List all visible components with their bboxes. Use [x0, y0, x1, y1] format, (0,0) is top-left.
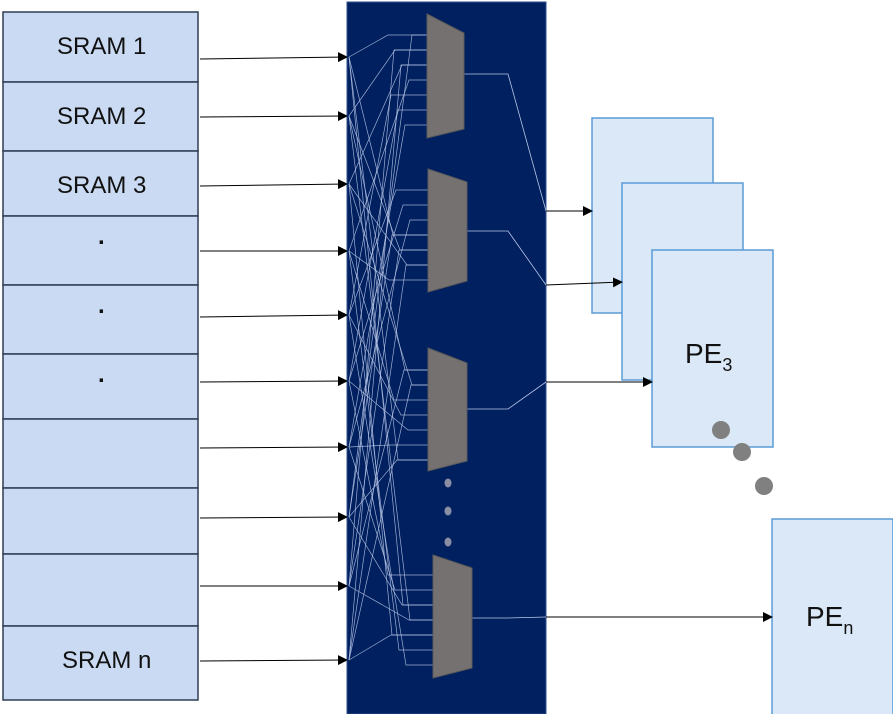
- mux-output-wire: [464, 73, 547, 212]
- input-arrow: [199, 52, 348, 63]
- sram-label: SRAM 1: [57, 33, 146, 60]
- crossbar-wire: [348, 380, 428, 431]
- input-arrow: [199, 376, 348, 387]
- crossbar-wire: [348, 459, 428, 518]
- crossbar-wiring: [348, 34, 547, 666]
- pen-label: PEn: [806, 601, 853, 638]
- pe3-label: PE3: [685, 338, 732, 375]
- pe-box-n: [771, 518, 893, 714]
- mux-output-wire: [467, 381, 547, 410]
- crossbar-wire: [348, 516, 433, 606]
- sram-cell: [2, 11, 199, 83]
- crossbar-wire: [348, 314, 433, 666]
- input-arrow: [199, 512, 348, 523]
- sram-cell: [2, 418, 199, 489]
- sram-cell: [2, 353, 199, 420]
- crossbar-wire: [348, 446, 433, 591]
- crossbar-wire: [348, 250, 428, 281]
- crossbar-wire: [348, 109, 427, 382]
- mux-output-wire: [472, 616, 547, 619]
- sram-label: SRAM n: [62, 647, 151, 674]
- mux-trapezoid: [426, 13, 465, 139]
- crossbar-wire: [348, 444, 428, 448]
- crossbar-wire: [348, 124, 427, 448]
- crossbar-wire: [348, 369, 428, 587]
- crossbar-wire: [348, 384, 428, 661]
- pe-dot: [733, 443, 751, 461]
- pe-box-3: [651, 249, 774, 448]
- output-arrows: [545, 206, 773, 622]
- sram-label: SRAM 2: [57, 103, 146, 130]
- sram-cell: [2, 215, 199, 286]
- sram-label: SRAM 3: [57, 172, 146, 199]
- crossbar-dot: [444, 506, 452, 516]
- input-arrow: [199, 655, 348, 666]
- sram-cell: [2, 81, 199, 152]
- crossbar-wire: [348, 34, 427, 518]
- sram-label: .: [98, 361, 105, 388]
- crossbar-dot: [444, 478, 452, 488]
- crossbar-wire: [348, 250, 428, 401]
- sram-cell: [2, 487, 199, 555]
- crossbar-wire: [348, 380, 433, 576]
- output-arrow: [545, 277, 623, 288]
- pe-dot: [755, 477, 773, 495]
- crossbar-wire: [348, 219, 428, 448]
- sram-cell: [2, 625, 199, 701]
- crossbar-wire: [348, 234, 428, 518]
- mux-group: [426, 13, 473, 679]
- crossbar-dot: [444, 537, 452, 547]
- mux-trapezoid: [432, 554, 473, 679]
- input-arrows: [199, 52, 348, 666]
- input-arrow: [199, 442, 348, 453]
- crossbar-wire: [348, 204, 428, 382]
- crossbar-ellipsis: [444, 478, 452, 547]
- pe-dot: [712, 421, 730, 439]
- input-arrow: [199, 179, 348, 190]
- crossbar-wire: [348, 79, 427, 252]
- crossbar-wire: [348, 94, 427, 316]
- crossbar-wire: [348, 634, 433, 661]
- sram-cell: [2, 553, 199, 627]
- input-arrow: [199, 310, 348, 321]
- sram-cell: [2, 150, 199, 217]
- pe-ellipsis: [712, 421, 773, 495]
- crossbar-wire: [348, 585, 433, 621]
- crossbar-wire: [348, 264, 428, 661]
- sram-label: .: [98, 223, 105, 250]
- crossbar-wire: [348, 189, 428, 316]
- sram-column: SRAM 1 SRAM 2 SRAM 3... SRAM n: [2, 11, 199, 701]
- crossbar-wire: [348, 49, 427, 587]
- input-arrow: [199, 111, 348, 122]
- mux-trapezoid: [427, 168, 468, 293]
- sram-label: .: [98, 292, 105, 319]
- crossbar-wire: [348, 64, 427, 661]
- crossbar-wire: [348, 249, 428, 587]
- mux-trapezoid: [427, 347, 468, 472]
- mux-output-wire: [467, 230, 547, 286]
